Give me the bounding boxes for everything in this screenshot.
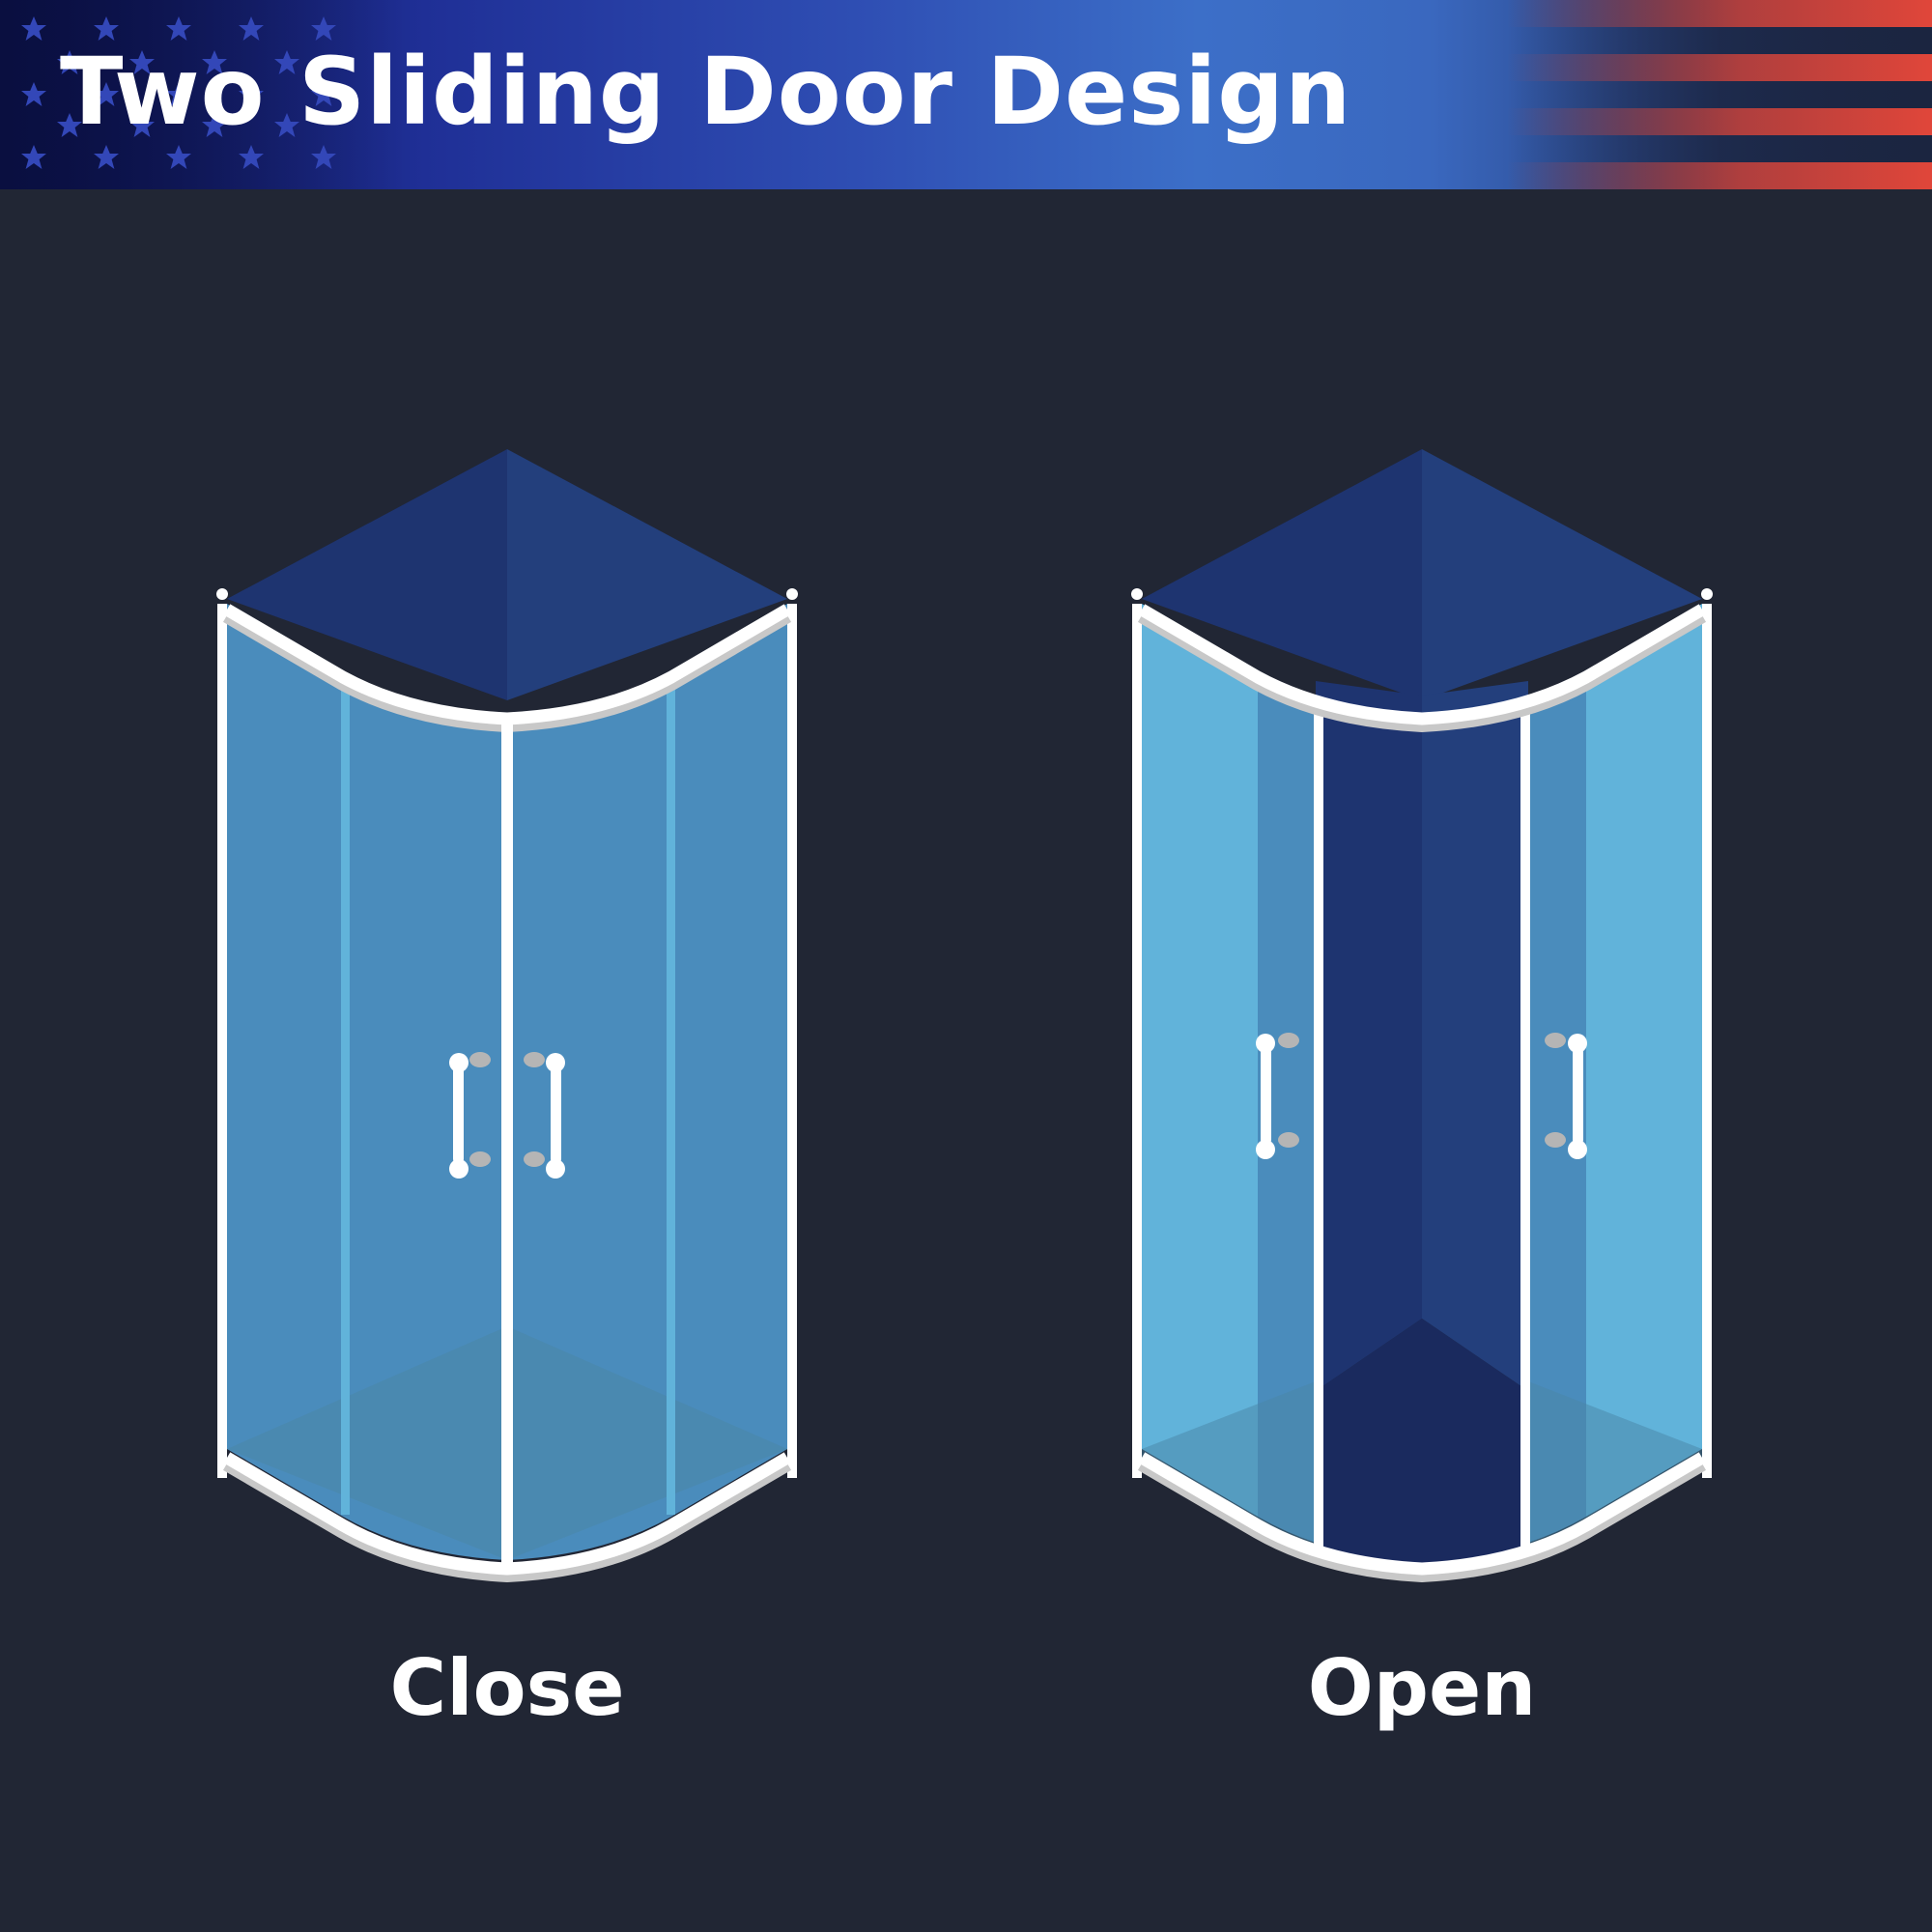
interior-back-left <box>1316 681 1422 1391</box>
frame-cap-left <box>1131 588 1143 600</box>
us-flag-stars-icon <box>0 0 406 189</box>
bottom-rail-highlight <box>1138 1452 1706 1576</box>
shower-enclosure-open <box>1131 449 1713 1583</box>
frame-post-left <box>1132 604 1142 1478</box>
frame-cap-right <box>1701 588 1713 600</box>
door-overlap-right <box>667 674 675 1515</box>
bottom-rail-highlight <box>223 1452 791 1576</box>
glass-door-right <box>507 671 671 1560</box>
top-rail-highlight <box>223 604 791 725</box>
frame-post-right <box>1702 604 1712 1478</box>
door-overlap-left <box>341 674 350 1515</box>
shower-enclosure-closed <box>216 449 798 1583</box>
interior-back-right <box>1422 681 1528 1391</box>
frame-cap-left <box>216 588 228 600</box>
enclosure-top-left <box>1142 449 1422 700</box>
interior-floor <box>1316 1319 1528 1565</box>
glass-panel-left-fixed <box>227 604 343 1517</box>
glass-door-left <box>343 671 507 1560</box>
glass-door-left-slid <box>1258 671 1316 1543</box>
title-banner: Two Sliding Door Design <box>0 0 1932 189</box>
floor-shade-right <box>1528 1381 1702 1550</box>
enclosure-top-left <box>227 449 507 700</box>
caption-close: Close <box>389 1643 625 1733</box>
handle-left-icon <box>449 1052 491 1179</box>
enclosure-top-right <box>1422 449 1702 700</box>
handle-right-icon <box>524 1052 565 1179</box>
us-flag-stripes-icon <box>1507 0 1932 189</box>
glass-panel-right-fixed <box>671 604 787 1517</box>
handle-right-icon <box>1545 1033 1587 1159</box>
door-meeting-line <box>501 720 513 1565</box>
frame-cap-right <box>786 588 798 600</box>
enclosure-top-right <box>507 449 787 700</box>
caption-open: Open <box>1307 1643 1537 1733</box>
glass-panel-right-fixed <box>1586 604 1702 1517</box>
door-edge-left <box>1314 702 1323 1550</box>
handle-left-icon <box>1256 1033 1299 1159</box>
frame-post-right <box>787 604 797 1478</box>
door-edge-right <box>1520 702 1530 1550</box>
frame-post-left <box>217 604 227 1478</box>
page-title: Two Sliding Door Design <box>60 38 1352 146</box>
glass-door-right-slid <box>1528 671 1586 1543</box>
glass-panel-left-fixed <box>1142 604 1258 1517</box>
top-rail-highlight <box>1138 604 1706 725</box>
floor-shade-left <box>1142 1381 1316 1550</box>
